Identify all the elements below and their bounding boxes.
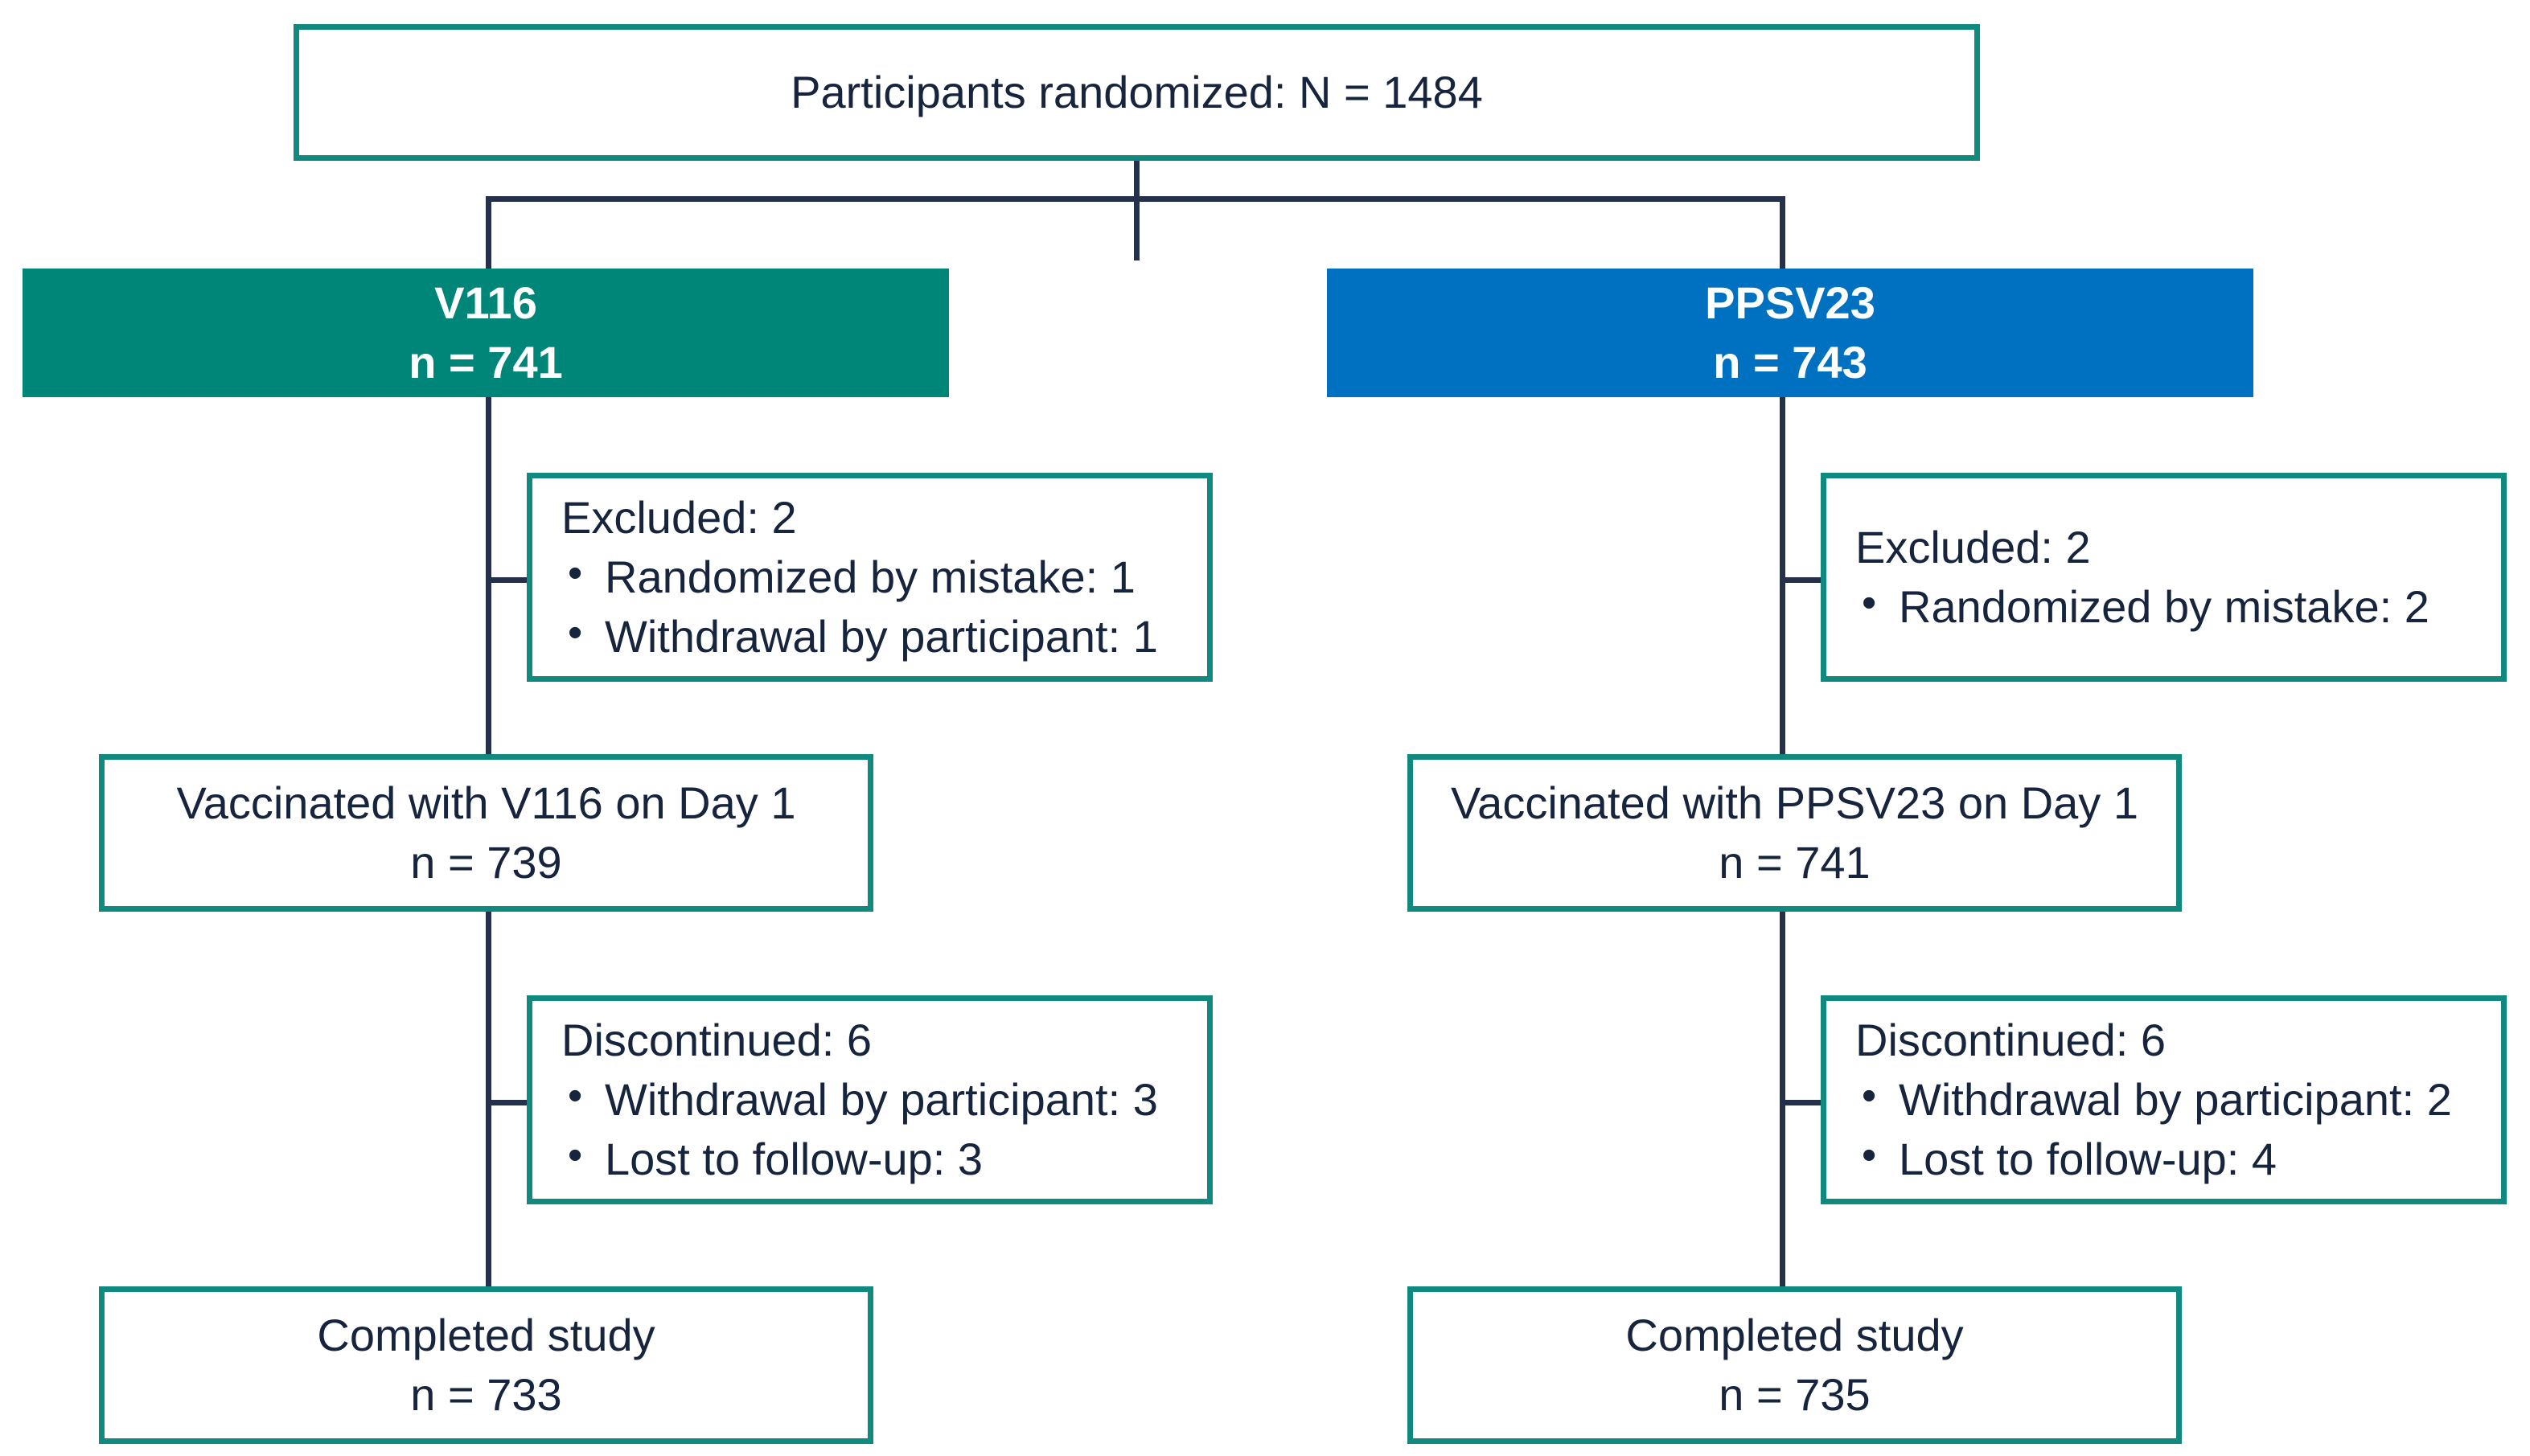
discontinued-reason-list-v116: Withdrawal by participant: 3 Lost to fol… <box>561 1068 1158 1189</box>
vaccinated-label-ppsv23: Vaccinated with PPSV23 on Day 1 <box>1450 777 2138 829</box>
participants-randomized-label: Participants randomized: N = 1484 <box>791 67 1483 118</box>
completed-count-ppsv23: n = 735 <box>1719 1369 1871 1420</box>
excluded-box-ppsv23: Excluded: 2 Randomized by mistake: 2 <box>1821 473 2507 682</box>
connector-stub-left-excluded <box>486 577 530 583</box>
arm-header-ppsv23: PPSV23 n = 743 <box>1327 269 2253 397</box>
connector-stub-left-discontinued <box>486 1100 530 1105</box>
list-item: Withdrawal by participant: 2 <box>1855 1068 2452 1130</box>
completed-count-v116: n = 733 <box>410 1369 562 1420</box>
excluded-reason-list-v116: Randomized by mistake: 1 Withdrawal by p… <box>561 546 1158 666</box>
excluded-box-v116: Excluded: 2 Randomized by mistake: 1 Wit… <box>527 473 1213 682</box>
connector-split-horizontal <box>486 196 1785 202</box>
connector-drop-left-arm <box>486 196 491 277</box>
discontinued-heading-ppsv23: Discontinued: 6 <box>1855 1015 2167 1066</box>
connector-stub-right-discontinued <box>1780 1100 1824 1105</box>
completed-box-v116: Completed study n = 733 <box>99 1286 873 1444</box>
list-item: Lost to follow-up: 3 <box>561 1128 1158 1189</box>
arm-header-v116: V116 n = 741 <box>23 269 949 397</box>
excluded-heading-ppsv23: Excluded: 2 <box>1855 522 2091 573</box>
connector-stub-right-excluded <box>1780 577 1824 583</box>
list-item: Withdrawal by participant: 3 <box>561 1068 1158 1130</box>
arm-count-v116: n = 741 <box>409 337 563 388</box>
discontinued-heading-v116: Discontinued: 6 <box>561 1015 873 1066</box>
completed-label-ppsv23: Completed study <box>1625 1310 1964 1361</box>
arm-count-ppsv23: n = 743 <box>1713 337 1867 388</box>
discontinued-box-v116: Discontinued: 6 Withdrawal by participan… <box>527 995 1213 1204</box>
participants-randomized-box: Participants randomized: N = 1484 <box>294 24 1980 161</box>
arm-name-v116: V116 <box>434 277 537 329</box>
connector-trunk-vertical <box>1134 158 1140 260</box>
vaccinated-label-v116: Vaccinated with V116 on Day 1 <box>176 777 796 829</box>
excluded-heading-v116: Excluded: 2 <box>561 492 797 543</box>
vaccinated-box-ppsv23: Vaccinated with PPSV23 on Day 1 n = 741 <box>1407 754 2182 912</box>
list-item: Randomized by mistake: 2 <box>1855 576 2429 637</box>
excluded-reason-list-ppsv23: Randomized by mistake: 2 <box>1855 576 2429 637</box>
arm-name-ppsv23: PPSV23 <box>1705 277 1875 329</box>
vaccinated-box-v116: Vaccinated with V116 on Day 1 n = 739 <box>99 754 873 912</box>
list-item: Randomized by mistake: 1 <box>561 546 1158 607</box>
list-item: Withdrawal by participant: 1 <box>561 605 1158 666</box>
discontinued-reason-list-ppsv23: Withdrawal by participant: 2 Lost to fol… <box>1855 1068 2452 1189</box>
list-item: Lost to follow-up: 4 <box>1855 1128 2452 1189</box>
connector-drop-right-arm <box>1780 196 1785 277</box>
vaccinated-count-ppsv23: n = 741 <box>1719 837 1871 888</box>
vaccinated-count-v116: n = 739 <box>410 837 562 888</box>
completed-box-ppsv23: Completed study n = 735 <box>1407 1286 2182 1444</box>
completed-label-v116: Completed study <box>317 1310 655 1361</box>
discontinued-box-ppsv23: Discontinued: 6 Withdrawal by participan… <box>1821 995 2507 1204</box>
